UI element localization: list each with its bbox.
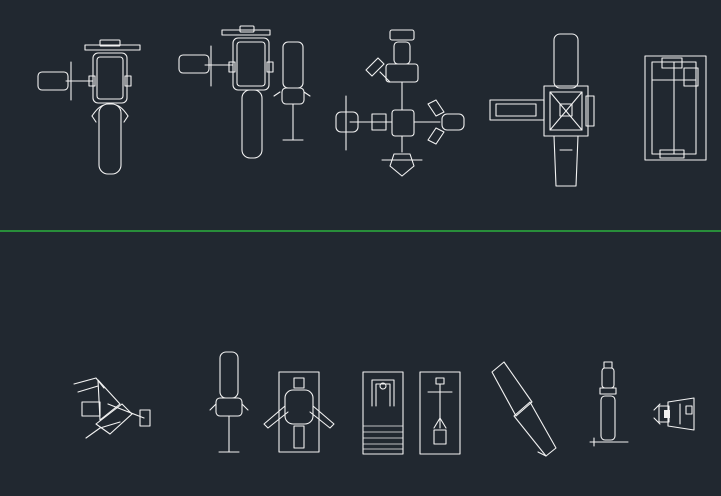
block-angled-press[interactable] <box>73 377 151 439</box>
block-side-unit[interactable] <box>653 397 695 431</box>
block-framed-column[interactable] <box>419 371 461 455</box>
block-rack[interactable] <box>644 55 707 161</box>
block-seated-bench[interactable] <box>209 351 249 453</box>
block-square-press[interactable] <box>489 33 595 187</box>
block-plate-rack[interactable] <box>362 371 404 455</box>
block-leg-press[interactable] <box>37 39 141 175</box>
block-tilted-bench[interactable] <box>491 361 557 457</box>
block-framed-arms[interactable] <box>263 371 335 453</box>
block-column-unit[interactable] <box>589 361 629 447</box>
block-multi-station[interactable] <box>178 25 311 159</box>
block-cross-station[interactable] <box>335 29 465 177</box>
